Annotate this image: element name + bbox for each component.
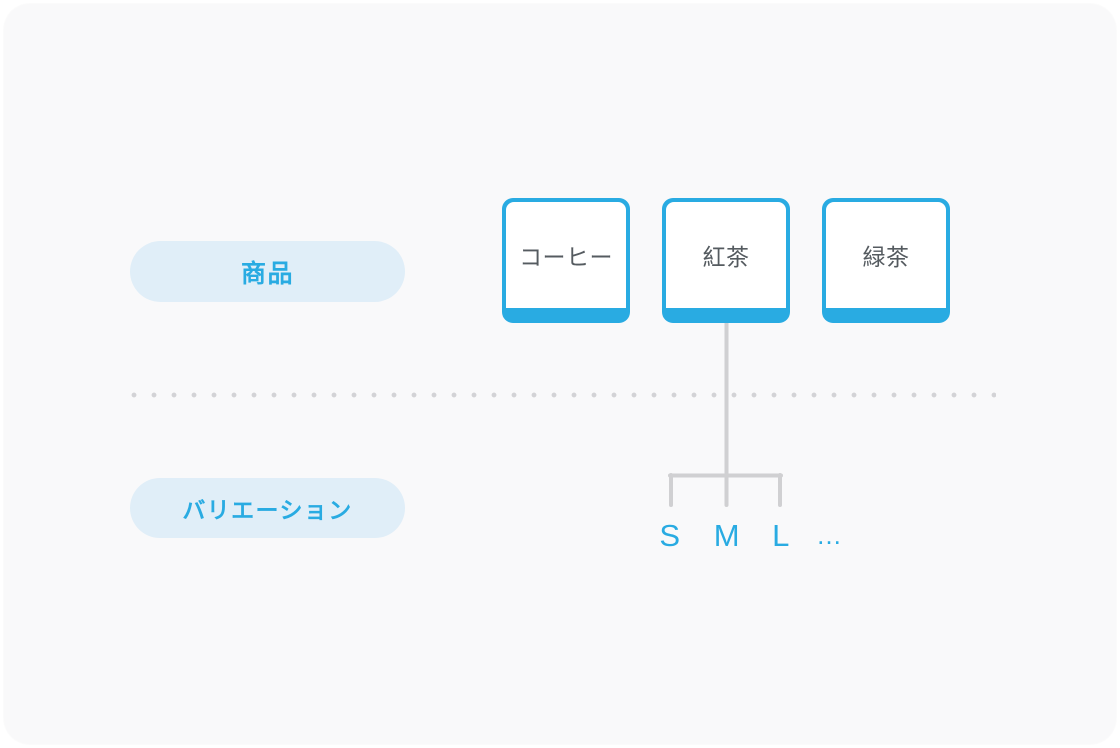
product-card-coffee-body: コーヒー	[506, 202, 626, 308]
diagram-surface	[4, 4, 1116, 744]
variation-item-s[interactable]: S	[659, 518, 681, 553]
row-label-variation: バリエーション	[130, 478, 405, 538]
product-card-coffee[interactable]: コーヒー	[502, 198, 630, 323]
row-divider	[124, 392, 996, 398]
product-card-black-tea-label: 紅茶	[702, 244, 750, 270]
row-label-product: 商品	[130, 241, 405, 302]
product-card-black-tea-body: 紅茶	[666, 202, 786, 308]
variation-item-more-ellipsis: …	[815, 520, 845, 550]
product-card-green-tea-label: 緑茶	[862, 244, 910, 270]
product-card-green-tea-body: 緑茶	[826, 202, 946, 308]
product-card-green-tea[interactable]: 緑茶	[822, 198, 950, 323]
product-card-black-tea[interactable]: 紅茶	[662, 198, 790, 323]
row-label-variation-text: バリエーション	[182, 497, 353, 523]
row-label-product-text: 商品	[240, 259, 294, 288]
product-card-coffee-label: コーヒー	[519, 244, 613, 270]
variation-item-l[interactable]: L	[772, 518, 790, 553]
variation-item-m[interactable]: M	[713, 518, 741, 553]
